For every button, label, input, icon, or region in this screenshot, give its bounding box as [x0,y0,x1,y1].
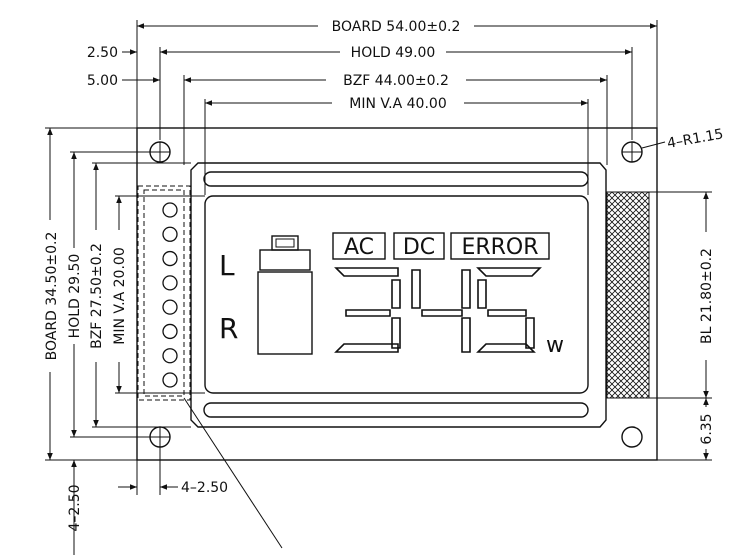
connector-pin [162,348,178,364]
connector-pin [162,250,178,267]
battery-icon [257,235,313,355]
connector-pin [162,226,178,242]
connector-pin [162,323,178,340]
backlight [606,191,650,399]
bl-height-label: BL 21.80±0.2 [699,248,715,344]
right-dimensions: BL 21.80±0.2 6.35 [649,191,715,461]
connector-pin [162,202,178,218]
hold-height-label: HOLD 29.50 [67,254,83,339]
digit-3 [334,267,401,353]
badge-ac: AC [332,232,386,260]
connector-pin [162,275,178,291]
connector-pin [162,299,178,315]
bottom-left-label: 4–2.50 [67,484,83,531]
pin-pitch-label: 4–2.50 [181,480,228,496]
badge-dc: DC [393,232,445,260]
svg-text:AC: AC [344,235,374,260]
connector-pin [162,372,178,388]
va-height-label: MIN V.A 20.00 [112,247,128,344]
corner-radius-label: 4–R1.15 [666,126,725,152]
offset-2-5-label: 2.50 [87,45,118,61]
pin-connector [137,185,283,549]
bottom-dimensions: 4–2.50 4–2.50 [66,447,228,555]
lcd-segments: L R AC DC ERROR [219,232,564,358]
svg-text:DC: DC [403,235,435,260]
badge-error: ERROR [450,232,550,260]
board-height-label: BOARD 34.50±0.2 [44,232,60,361]
left-channel-label: L [219,249,235,282]
mount-hole-br [621,426,643,448]
unit-label: w [546,333,564,358]
lcd-bezel [190,162,607,428]
offset-5-label: 5.00 [87,73,118,89]
top-dimensions: BOARD 54.00±0.2 HOLD 49.00 BZF 44.00±0.2… [87,17,658,195]
bzf-height-label: BZF 27.50±0.2 [89,243,105,349]
left-dimensions: BOARD 34.50±0.2 HOLD 29.50 BZF 27.50±0.2… [41,127,205,461]
digit-5 [476,267,542,353]
svg-text:ERROR: ERROR [461,235,538,260]
hold-width-label: HOLD 49.00 [351,45,436,61]
va-width-label: MIN V.A 40.00 [349,96,446,112]
right-channel-label: R [219,312,238,345]
digit-4 [411,269,471,353]
bl-bottom-label: 6.35 [699,413,715,444]
bzf-width-label: BZF 44.00±0.2 [343,73,449,89]
board-width-label: BOARD 54.00±0.2 [332,19,461,35]
